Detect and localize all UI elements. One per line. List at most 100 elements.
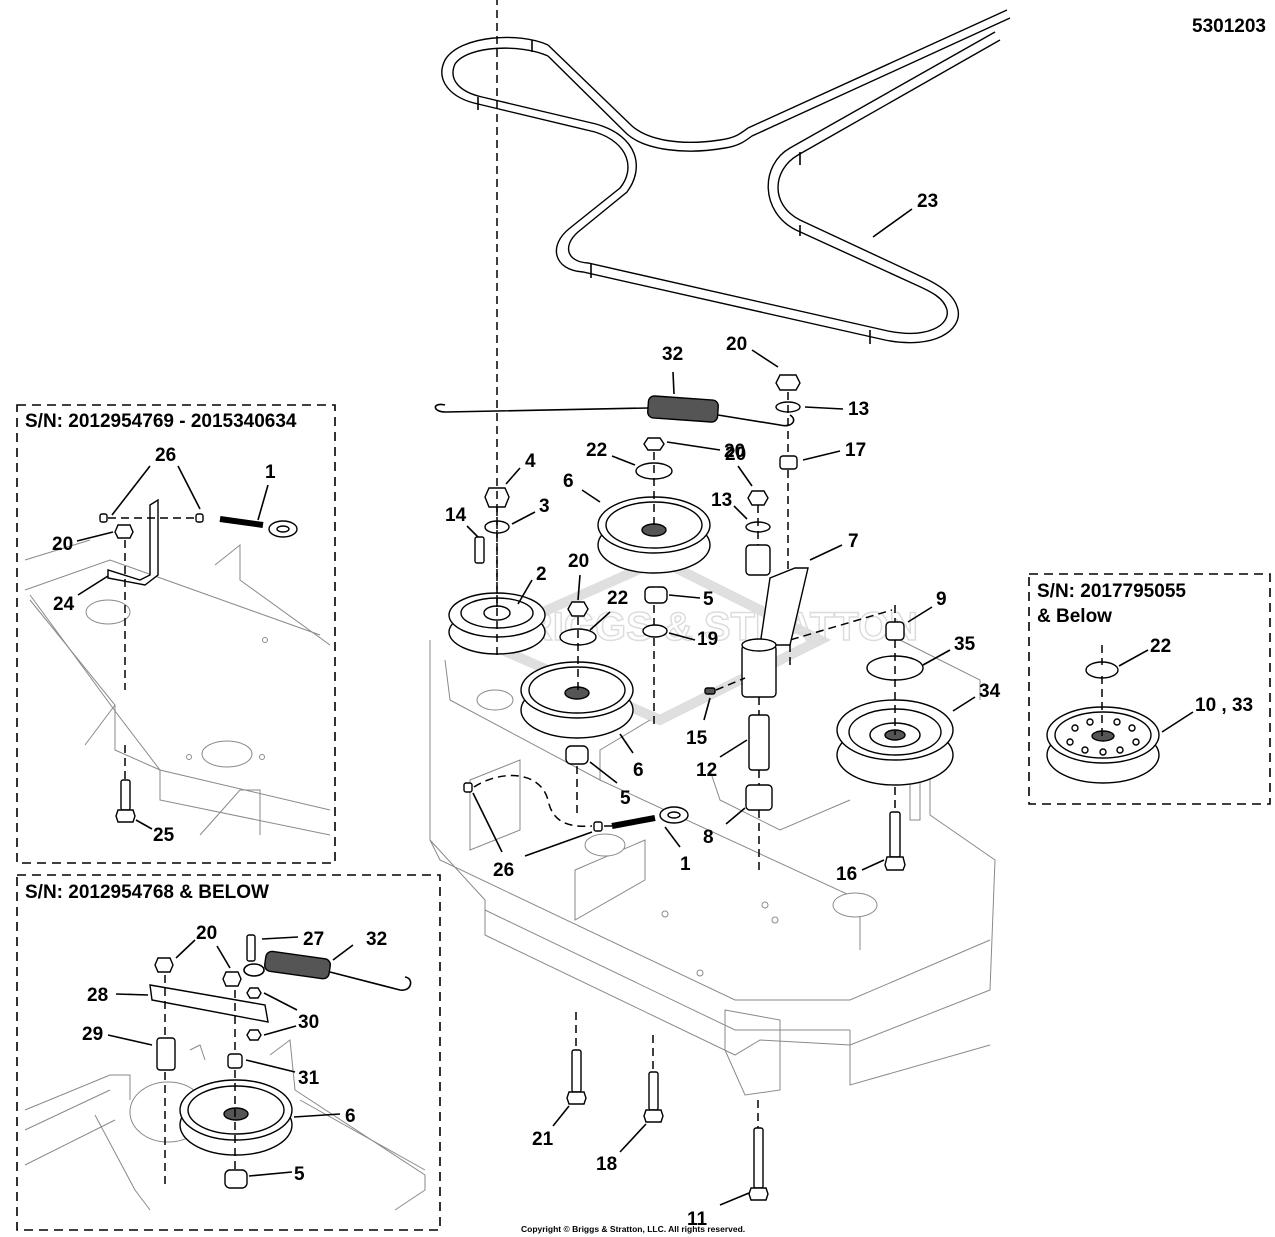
inset-b-callout-20: 20 xyxy=(196,923,217,944)
bolt-27[interactable] xyxy=(246,934,256,962)
callout-6-top: 6 xyxy=(563,471,574,492)
callout-21: 21 xyxy=(532,1129,554,1150)
nut-20-mid[interactable] xyxy=(567,601,589,617)
mower-deck xyxy=(429,639,996,1096)
callout-22-pulley6: 22 xyxy=(586,440,607,461)
pulley-6-inset-b[interactable] xyxy=(179,1079,293,1156)
copyright-notice: Copyright © Briggs & Stratton, LLC. All … xyxy=(521,1224,745,1234)
callout-32: 32 xyxy=(662,344,683,365)
grease-fitting-15[interactable] xyxy=(704,687,716,695)
callout-1-main: 1 xyxy=(680,854,691,875)
washer-19[interactable] xyxy=(642,624,668,638)
flange-bushing-8[interactable] xyxy=(745,784,773,811)
spacer-5-inset-b[interactable] xyxy=(224,1169,248,1189)
callout-20-pulley6: 20 xyxy=(724,441,745,462)
callout-15: 15 xyxy=(686,728,708,749)
spacer-9[interactable] xyxy=(885,621,905,641)
inset-b-callout-27: 27 xyxy=(303,929,324,950)
callout-19: 19 xyxy=(697,629,718,650)
inset-c: S/N: 2017795055 & Below xyxy=(1028,573,1271,805)
callout-3: 3 xyxy=(539,496,550,517)
pulley-6-mid[interactable] xyxy=(520,661,634,739)
callout-14: 14 xyxy=(445,505,467,526)
spring-hook xyxy=(243,963,265,977)
inset-c-callout-22: 22 xyxy=(1150,636,1171,657)
inset-a-title: S/N: 2012954769 - 2015340634 xyxy=(25,411,297,432)
nut-20-top[interactable] xyxy=(775,374,801,391)
bolt-16[interactable] xyxy=(884,811,906,871)
nut-26-b[interactable] xyxy=(593,821,603,832)
spring-32-inset-b[interactable] xyxy=(263,950,412,991)
nut-26-a[interactable] xyxy=(463,782,473,793)
bolt-11[interactable] xyxy=(748,1127,769,1201)
inset-b-callout-30: 30 xyxy=(298,1012,319,1033)
callout-20-mid: 20 xyxy=(568,551,589,572)
inset-c-title-line2: & Below xyxy=(1037,606,1112,627)
callout-5-top: 5 xyxy=(703,589,714,610)
pulley-10-33[interactable] xyxy=(1046,706,1160,784)
sleeve-12[interactable] xyxy=(748,714,770,771)
callout-22-mid: 22 xyxy=(607,588,628,609)
callout-23: 23 xyxy=(917,191,938,212)
inset-b-callout-6: 6 xyxy=(345,1106,356,1127)
callout-9: 9 xyxy=(936,589,947,610)
bolt-25[interactable] xyxy=(115,779,136,823)
spring-32[interactable] xyxy=(434,395,795,427)
inset-b-callout-31: 31 xyxy=(298,1068,320,1089)
bracket-24[interactable] xyxy=(107,498,159,586)
idler-arm-7[interactable] xyxy=(741,567,809,698)
callout-11: 11 xyxy=(687,1209,708,1230)
inset-b-title: S/N: 2012954768 & BELOW xyxy=(25,882,269,903)
inset-c-callout-10-33: 10 , 33 xyxy=(1195,695,1253,716)
callout-7: 7 xyxy=(848,531,859,552)
nut-20-inset-a[interactable] xyxy=(114,524,134,539)
inset-b: S/N: 2012954768 & BELOW xyxy=(16,874,441,1231)
callout-18: 18 xyxy=(596,1154,617,1175)
callout-34: 34 xyxy=(979,681,1001,702)
inset-a: S/N: 2012954769 - 2015340634 xyxy=(16,404,336,864)
inset-b-callout-5: 5 xyxy=(294,1164,305,1185)
callout-13-top: 13 xyxy=(848,399,869,420)
bolt-18[interactable] xyxy=(643,1071,664,1123)
inset-b-callout-32: 32 xyxy=(366,929,387,950)
inset-a-callout-26: 26 xyxy=(155,445,176,466)
key-14[interactable] xyxy=(474,536,485,564)
document-number: 5301203 xyxy=(1192,16,1266,37)
callout-12: 12 xyxy=(696,760,717,781)
nut-20-inset-b-1[interactable] xyxy=(154,957,174,973)
idler-bushing[interactable] xyxy=(745,544,771,576)
spacer-17[interactable] xyxy=(779,455,798,470)
spacer-31[interactable] xyxy=(227,1053,243,1069)
callout-6-mid: 6 xyxy=(633,760,644,781)
callout-13-idler: 13 xyxy=(711,490,732,511)
callout-17: 17 xyxy=(845,440,866,461)
inset-c-title-line1: S/N: 2017795055 xyxy=(1037,581,1186,602)
inset-b-callout-28: 28 xyxy=(87,985,108,1006)
callout-20-top: 20 xyxy=(726,334,747,355)
plate-28[interactable] xyxy=(149,984,269,1023)
nut-30-top[interactable] xyxy=(246,987,262,999)
nut-20-inset-b-2[interactable] xyxy=(222,971,242,987)
belt-23[interactable] xyxy=(441,9,1011,344)
callout-26-main: 26 xyxy=(493,860,514,881)
inset-a-callout-25: 25 xyxy=(153,825,175,846)
nut-20-idler[interactable] xyxy=(747,490,769,506)
spacer-5[interactable] xyxy=(644,586,668,604)
callout-5-mid: 5 xyxy=(620,788,631,809)
eyebolt-1[interactable] xyxy=(611,806,689,829)
callout-2: 2 xyxy=(536,564,547,585)
nut-26-inset-a-2[interactable] xyxy=(195,513,204,523)
spacer-29[interactable] xyxy=(156,1037,176,1071)
nut-20-pulley6[interactable] xyxy=(643,437,665,451)
nut-30-bottom[interactable] xyxy=(246,1029,262,1041)
inset-a-callout-24: 24 xyxy=(53,594,75,615)
callout-16: 16 xyxy=(836,864,857,885)
bolt-21[interactable] xyxy=(566,1049,587,1105)
nut-26-inset-a-1[interactable] xyxy=(99,513,108,523)
callout-35: 35 xyxy=(954,634,976,655)
eyebolt-1-inset-a[interactable] xyxy=(219,516,298,538)
spacer-5-mid[interactable] xyxy=(565,745,589,765)
inset-b-callout-29: 29 xyxy=(82,1024,103,1045)
callout-20-idler: 20 xyxy=(725,444,746,465)
